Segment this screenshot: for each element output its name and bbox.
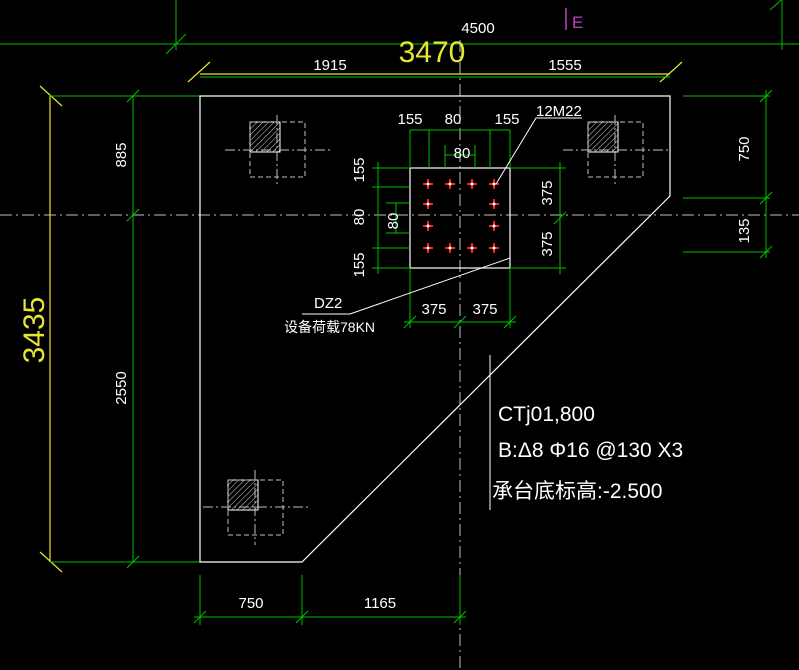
bolt-label: 12M22 [536, 103, 582, 120]
cap-elevation: 承台底标高:-2.500 [492, 480, 662, 503]
left-sub-dimension [50, 89, 200, 569]
anchor-bolt [445, 179, 455, 189]
anchor-bolt [467, 179, 477, 189]
overall-width-label: 3470 [399, 36, 466, 69]
anchor-bolt [489, 243, 499, 253]
leader-lines [302, 117, 582, 315]
column-bottom-dim-left: 375 [421, 301, 446, 318]
anchor-bolt [489, 199, 499, 209]
anchor-bolt [489, 179, 499, 189]
column-left-dim-3: 155 [351, 252, 368, 277]
pile-bottom-left [203, 470, 308, 545]
column-right-dim-bottom: 375 [539, 231, 556, 256]
cap-name: CTj01,800 [498, 403, 595, 426]
top-dim-right: 1555 [548, 57, 581, 74]
column-left-dim-1: 155 [351, 157, 368, 182]
overall-height-label: 3435 [18, 297, 51, 364]
column-name: DZ2 [314, 295, 342, 312]
bottom-dim-left: 750 [238, 595, 263, 612]
cap-rebar: B:Δ8 Φ16 @130 X3 [498, 439, 683, 462]
right-dim-top: 750 [736, 136, 753, 161]
right-dim-bottom: 135 [736, 218, 753, 243]
top-dim-left: 1915 [313, 57, 346, 74]
column-bottom-dim-right: 375 [472, 301, 497, 318]
pile-top-left [225, 115, 330, 185]
anchor-bolts [423, 179, 499, 253]
anchor-bolt [423, 179, 433, 189]
column-left-inner: 80 [385, 213, 402, 230]
column-top-inner: 80 [454, 145, 471, 162]
column-left-dimension [372, 162, 410, 274]
column-top-dim-2: 80 [445, 111, 462, 128]
right-dimension [683, 89, 773, 259]
grid-top-dimension [0, 0, 799, 55]
column-top-dim-1: 155 [397, 111, 422, 128]
bottom-dimension [193, 575, 467, 625]
column-right-dim-top: 375 [539, 180, 556, 205]
bottom-dim-right: 1165 [364, 595, 396, 612]
load-label: 设备荷载78KN [284, 319, 375, 335]
left-dim-top: 885 [113, 142, 130, 167]
left-dim-bottom: 2550 [113, 371, 130, 404]
pile-top-right [563, 115, 668, 185]
column-outline [409, 167, 511, 269]
anchor-bolt [489, 221, 499, 231]
column-top-dim-3: 155 [494, 111, 519, 128]
grid-label: E [572, 13, 583, 32]
column-bottom-dimension [403, 268, 517, 329]
centerlines [0, 40, 799, 670]
grid-top-total: 4500 [461, 20, 494, 37]
pile-cap-outline [199, 95, 671, 563]
anchor-bolt [445, 243, 455, 253]
column-left-dim-2: 80 [351, 209, 368, 226]
anchor-bolt [467, 243, 477, 253]
anchor-bolt [423, 243, 433, 253]
overall-width-dimension [187, 61, 683, 83]
anchor-bolt [423, 199, 433, 209]
column-right-dimension [510, 162, 567, 274]
anchor-bolt [423, 221, 433, 231]
